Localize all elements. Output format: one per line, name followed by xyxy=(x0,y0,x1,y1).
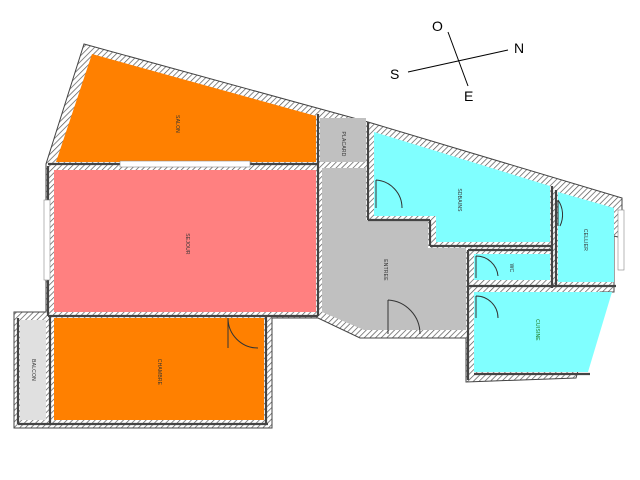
door-sdbains xyxy=(375,179,403,209)
door-wc xyxy=(475,255,499,278)
label-sejour: SEJOUR xyxy=(184,233,190,255)
room-salon xyxy=(56,54,316,162)
compass-axis-sn xyxy=(407,49,509,73)
compass-axis-oe xyxy=(447,31,469,87)
door-entree xyxy=(387,299,421,335)
compass-west: O xyxy=(432,18,443,34)
room-sejour xyxy=(54,170,316,312)
label-placard: PLACARD xyxy=(340,131,346,156)
rooms xyxy=(20,54,614,420)
label-sdbains: SDBAINS xyxy=(456,188,462,212)
label-cellier: CELLIER xyxy=(582,229,588,251)
room-labels: SALON PLACARD SEJOUR CHAMBRE BALCON ENTR… xyxy=(30,115,588,386)
door-cuisine xyxy=(475,295,499,319)
label-cuisine: CUISINE xyxy=(534,319,540,341)
compass-north: N xyxy=(514,40,524,56)
doors xyxy=(227,179,564,349)
room-balcon xyxy=(20,320,46,420)
room-chambre xyxy=(54,318,264,420)
room-cuisine xyxy=(474,292,612,372)
label-chambre: CHAMBRE xyxy=(156,359,162,386)
room-cellier xyxy=(558,192,614,282)
room-placard xyxy=(320,118,366,162)
door-chambre xyxy=(227,317,259,349)
label-entree: ENTREE xyxy=(382,259,388,281)
compass-east: E xyxy=(464,88,473,104)
label-wc: WC xyxy=(508,264,514,273)
compass-south: S xyxy=(390,66,399,82)
room-entree xyxy=(322,168,466,330)
windows xyxy=(43,160,625,281)
door-cellier xyxy=(557,199,564,227)
compass: O N S E xyxy=(390,18,524,104)
label-balcon: BALCON xyxy=(30,359,36,381)
label-salon: SALON xyxy=(174,115,180,133)
room-sdbains xyxy=(374,132,550,242)
